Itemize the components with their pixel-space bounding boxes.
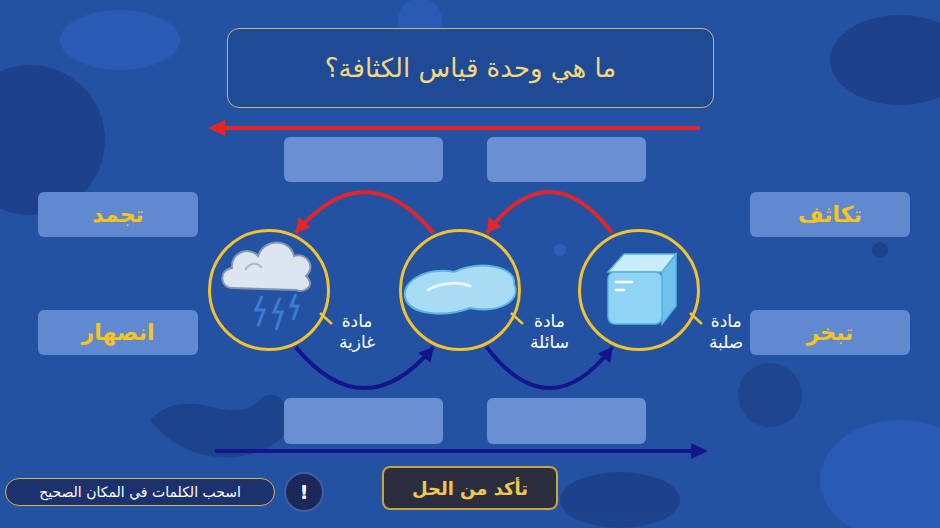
node-text: تبخر xyxy=(807,320,854,345)
state-label: مادة سائلة xyxy=(530,311,569,354)
cloud-icon xyxy=(291,294,298,320)
leader-line xyxy=(320,313,702,324)
check-button: تأكد من الحل xyxy=(382,466,558,510)
water-puddle-icon xyxy=(405,266,516,314)
transition-arrow xyxy=(296,192,434,233)
word-tile: انصهار xyxy=(38,310,198,355)
drop-slot xyxy=(284,137,646,444)
hint-pill: اسحب الكلمات في المكان الصحيح xyxy=(5,478,275,506)
word-tile: تكاثف xyxy=(750,192,910,237)
ice-cube-icon xyxy=(616,282,632,290)
state-circle: مادة صلبة xyxy=(578,229,700,351)
background-decor xyxy=(554,244,566,256)
ice-cube-icon xyxy=(608,254,676,324)
node-text: تجمد xyxy=(92,202,144,227)
background-decor xyxy=(60,10,180,70)
node-text: تكاثف xyxy=(798,202,862,227)
background-decor xyxy=(820,420,940,528)
long-arrow-bottom xyxy=(215,449,694,453)
cloud-icon xyxy=(274,298,282,330)
node-text: اسحب الكلمات في المكان الصحيح xyxy=(39,484,241,500)
question-title: ما هي وحدة قياس الكثافة؟ xyxy=(325,53,617,83)
long-arrow-bottom xyxy=(691,443,708,459)
leader-line xyxy=(511,313,523,324)
cloud-icon xyxy=(222,243,310,291)
cloud-icon xyxy=(222,243,310,331)
background-decor xyxy=(560,472,680,528)
long-arrow-top xyxy=(222,126,700,130)
leader-line xyxy=(690,313,702,324)
ice-cube-icon xyxy=(662,254,676,324)
transition-arrow xyxy=(487,192,613,233)
state-label: مادة صلبة xyxy=(709,311,743,354)
node-text: تأكد من الحل xyxy=(412,478,528,499)
cloud-icon xyxy=(245,264,262,270)
transition-arrow xyxy=(487,347,613,388)
state-label: مادة غازية xyxy=(339,311,375,354)
background-decor xyxy=(150,395,288,458)
transition-arrow xyxy=(296,347,434,388)
water-puddle-icon xyxy=(405,266,516,314)
word-tile: تجمد xyxy=(38,192,198,237)
cloud-icon xyxy=(256,296,264,326)
background-decor xyxy=(830,15,940,105)
long-arrow-top xyxy=(208,120,700,136)
title-box: ما هي وحدة قياس الكثافة؟ xyxy=(227,28,714,108)
state-circle: مادة سائلة xyxy=(399,229,521,351)
background-decor xyxy=(872,242,888,258)
long-arrow-top xyxy=(208,120,225,136)
drop-slot xyxy=(487,398,646,444)
background-decor xyxy=(738,363,802,427)
water-puddle-icon xyxy=(428,283,470,290)
drop-slot xyxy=(284,398,443,444)
drop-slot xyxy=(284,137,443,182)
state-circle: مادة غازية xyxy=(208,229,330,351)
leader-line xyxy=(320,313,332,324)
ice-cube-icon xyxy=(608,272,662,324)
drop-slot xyxy=(487,137,646,182)
word-tile: تبخر xyxy=(750,310,910,355)
info-icon: ! xyxy=(284,472,324,512)
node-text: ! xyxy=(299,480,308,504)
node-text: انصهار xyxy=(82,320,155,345)
long-arrow-bottom xyxy=(215,443,708,459)
